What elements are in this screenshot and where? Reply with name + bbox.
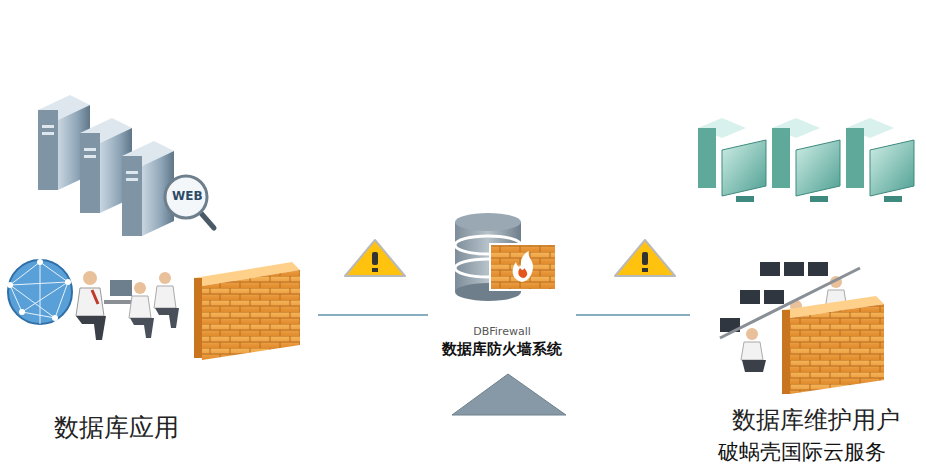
connector-line xyxy=(576,314,690,315)
watermark: 破蜗壳国际云服务 xyxy=(718,438,886,466)
warning-sign xyxy=(615,240,675,276)
group-node: 数据库维护用户 xyxy=(690,110,922,436)
icon-label: WEB xyxy=(172,189,203,203)
workstation xyxy=(772,118,840,202)
network-globe xyxy=(7,259,72,324)
connector-line xyxy=(318,314,428,315)
node-text: 数据库维护用户 xyxy=(732,405,900,436)
node-text: 数据库应用 xyxy=(54,412,179,445)
group-node: 数据库应用 xyxy=(4,90,318,452)
base-triangle xyxy=(452,374,566,415)
workstation xyxy=(846,118,914,202)
database-firewall-icon xyxy=(455,213,556,301)
brick-wall xyxy=(782,296,884,394)
brick-wall xyxy=(194,262,300,360)
office-people xyxy=(76,271,179,340)
node-text: DBFirewall xyxy=(473,325,531,339)
workstation xyxy=(698,118,766,202)
node-text: 数据库防火墙系统 xyxy=(442,340,562,360)
firewall-node: DBFirewall数据库防火墙系统 xyxy=(428,205,576,365)
web-magnifier xyxy=(165,176,214,228)
warning-sign xyxy=(345,240,405,276)
